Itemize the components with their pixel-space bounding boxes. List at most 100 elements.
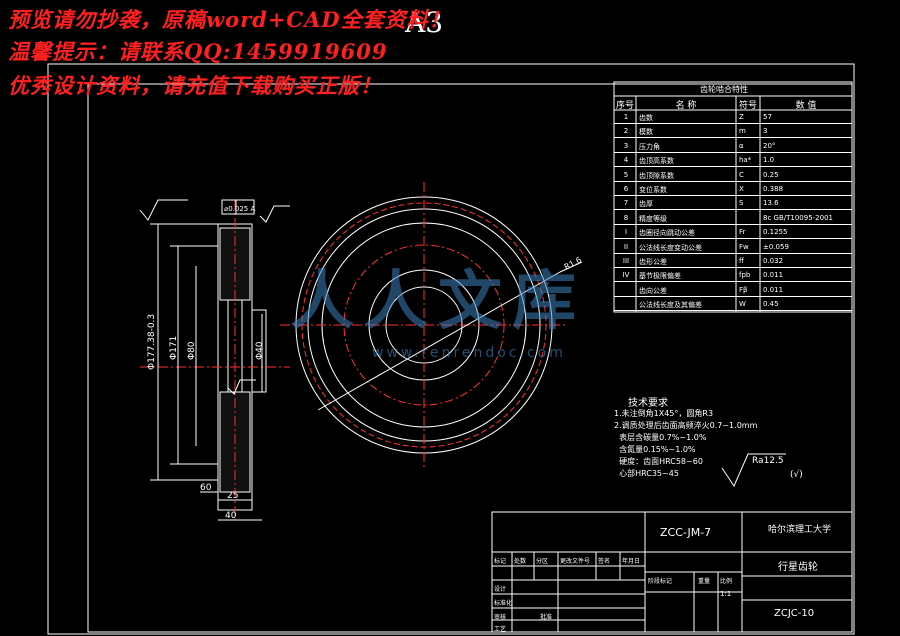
table-cell: 3 xyxy=(623,141,629,150)
dim-face-width: 60 xyxy=(200,483,212,493)
table-cell: 4 xyxy=(623,156,629,165)
dim-hub-dia: Φ80 xyxy=(187,341,197,360)
table-cell: 变位系数 xyxy=(639,186,667,194)
table-cell: Fr xyxy=(739,228,746,237)
table-cell: 齿圈径向跳动公差 xyxy=(639,229,695,238)
table-cell: 齿形公差 xyxy=(639,258,667,266)
table-cell: 1.0 xyxy=(763,156,775,165)
title-block-label: 工艺 xyxy=(494,626,507,633)
title-block-label: 比例 xyxy=(720,578,733,585)
param-table-frame xyxy=(613,81,853,313)
roughness-note: (√) xyxy=(790,470,803,480)
drawing-border xyxy=(47,63,855,635)
param-header-cell: 序号 xyxy=(615,101,634,111)
table-cell: Z xyxy=(739,113,744,121)
title-block-label: 签名 xyxy=(598,558,611,565)
param-header-cell: 数 值 xyxy=(795,101,817,111)
title-block-label: 阶段标记 xyxy=(648,578,673,585)
table-cell: C xyxy=(739,170,744,179)
table-cell: Fβ xyxy=(739,285,748,294)
table-cell: 基节极限偏差 xyxy=(639,272,681,281)
table-cell: 公法线长度变动公差 xyxy=(639,243,702,252)
table-cell: 公法线长度及其偏差 xyxy=(639,301,702,310)
table-cell: 0.25 xyxy=(763,170,779,179)
dim-rim-width: 40 xyxy=(225,511,237,521)
table-cell: ±0.059 xyxy=(763,242,789,251)
table-cell: 57 xyxy=(763,113,772,121)
title-block-frame xyxy=(491,511,853,633)
title-block-label: 设计 xyxy=(494,586,507,593)
title-block-label: 年月日 xyxy=(622,558,641,565)
tech-req-item: 心部HRC35~45 xyxy=(614,469,679,478)
part-code: ZCJC-10 xyxy=(774,608,815,619)
roughness-value: Ra12.5 xyxy=(752,456,784,466)
title-block-label: 审核 xyxy=(494,614,507,621)
table-cell: m xyxy=(739,127,746,136)
table-row: 5 齿顶隙系数 C 0.25 xyxy=(614,168,852,182)
tech-req-item: 表层含碳量0.7%~1.0% xyxy=(614,433,707,442)
table-cell: ff xyxy=(739,257,744,265)
table-cell: 5 xyxy=(623,170,629,179)
table-cell: Fw xyxy=(739,242,749,251)
table-cell: 0.1255 xyxy=(763,228,788,237)
tolerance-box-label: ⌀0.025 A xyxy=(224,205,255,213)
tech-req-title: 技术要求 xyxy=(628,398,668,409)
tech-req-item: 1.未注倒角1X45°，圆角R3 xyxy=(614,409,714,418)
tech-req-item: 2.调质处理后齿面高频淬火0.7~1.0mm xyxy=(614,421,758,430)
tech-req-item: 硬度：齿面HRC58~60 xyxy=(614,457,703,466)
title-block-label: 处数 xyxy=(514,558,527,565)
dim-root-dia: Φ171 xyxy=(169,336,179,360)
table-cell: 齿顶隙系数 xyxy=(639,171,674,180)
logo-url: www.renrendoc.com xyxy=(372,345,566,361)
sheet-size-code: A3 xyxy=(405,6,444,39)
table-cell: III xyxy=(622,257,630,265)
table-cell: 8 xyxy=(623,213,629,222)
table-cell: 齿顶高系数 xyxy=(639,157,674,166)
title-block-label: 分区 xyxy=(536,558,549,565)
param-header-cell: 符号 xyxy=(738,101,757,111)
part-name: 行星齿轮 xyxy=(778,562,818,573)
table-cell: 3 xyxy=(763,127,768,136)
table-cell: 精度等级 xyxy=(639,214,667,223)
table-cell: 齿向公差 xyxy=(639,286,667,295)
watermark-line-3: 优秀设计资料，请充值下载购买正版！ xyxy=(8,73,382,98)
scale-value: 1:1 xyxy=(720,590,732,598)
table-cell: 齿数 xyxy=(639,114,653,122)
table-cell: fpb xyxy=(739,271,751,280)
table-cell: W xyxy=(739,300,746,309)
title-block-label: 标准化 xyxy=(494,600,513,607)
table-cell: 0.011 xyxy=(763,285,784,294)
dim-outer-dia: Φ177.38-0.3 xyxy=(147,314,157,370)
watermark-line-2: 温馨提示：请联系QQ:1459919609 xyxy=(8,39,388,64)
section-view xyxy=(139,199,290,521)
table-cell: 13.6 xyxy=(763,199,779,208)
param-header-cell: 名 称 xyxy=(675,101,697,111)
table-cell: 8c GB/T10095-2001 xyxy=(763,213,833,222)
param-table-title: 齿轮啮合特性 xyxy=(700,85,748,94)
tech-req-list: 1.未注倒角1X45°，圆角R3 2.调质处理后齿面高频淬火0.7~1.0mm 表… xyxy=(614,408,757,480)
table-row: III 齿形公差 ff 0.032 xyxy=(614,254,852,268)
table-cell: ha* xyxy=(739,156,752,165)
table-cell: 20° xyxy=(763,141,776,150)
table-row: 4 齿顶高系数 ha* 1.0 xyxy=(614,153,852,168)
table-row: 齿向公差 Fβ 0.011 xyxy=(614,283,852,297)
table-cell: IV xyxy=(622,271,630,280)
param-table-headers: 序号 名 称 符号 数 值 xyxy=(614,97,852,111)
table-cell: 7 xyxy=(623,199,629,208)
title-block-label: 更改文件号 xyxy=(560,558,591,565)
title-block-label: 重量 xyxy=(698,578,711,585)
roughness-symbol xyxy=(721,453,786,488)
title-block-label: 标记 xyxy=(494,558,507,565)
logo-watermark: 人人文库 xyxy=(290,265,586,339)
drawing-number: ZCC-JM-7 xyxy=(660,526,712,539)
table-cell: 0.032 xyxy=(763,257,784,265)
table-cell: S xyxy=(739,199,744,208)
